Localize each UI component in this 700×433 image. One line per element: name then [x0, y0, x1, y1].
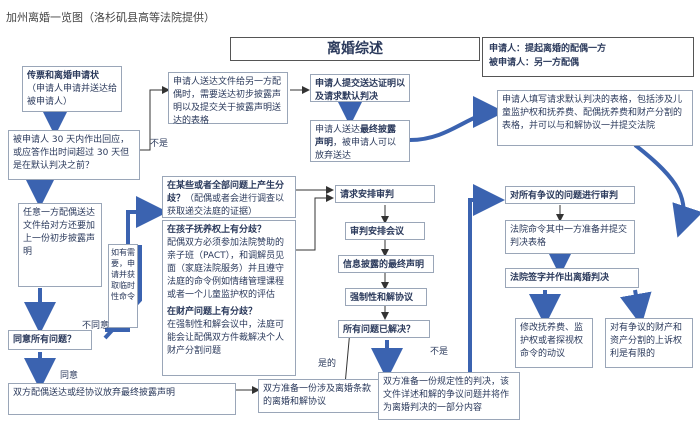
- node-proof-service: 申请人提交送达证明以及请求默认判决: [310, 74, 410, 102]
- node-disputes-sub: （配偶或者会进行调查以获取递交法庭的证据）: [167, 194, 285, 217]
- node-property-q: 在财产问题上有分歧？: [167, 307, 258, 317]
- node-trial-conf: 审判安排会议: [345, 222, 425, 240]
- node-kids-property: 在孩子抚养权上有分歧？ 配偶双方必须参加法院赞助的亲子班（PACT），和调解员见…: [162, 220, 296, 376]
- node-disputes-title: 在某些或者全部问题上产生分歧？: [167, 181, 285, 204]
- node-kids-q: 在孩子抚养权上有分歧？: [167, 225, 267, 235]
- node-both-serve: 双方配偶送达或经协议放弃最终披露声明: [8, 383, 236, 415]
- node-both-prepare: 双方准备一份涉及离婚条款的离婚和解协议: [258, 379, 382, 413]
- node-respond-30: 被申请人 30 天内作出回应，或应答作出时间超过 30 天但是在默认判决之前？: [8, 130, 140, 180]
- edge-label-agree: 同意: [60, 371, 79, 381]
- node-agree-all: 同意所有问题？: [8, 330, 92, 350]
- node-serve-docs: 申请人送达文件给另一方配偶时，需要送达初步披露声明以及提交关于披露声明送达的表格: [168, 72, 288, 126]
- node-kids-text: 配偶双方必须参加法院赞助的亲子班（PACT），和调解员见面（家庭法院服务）并且遵…: [167, 238, 285, 300]
- node-both-prepare-judgment: 双方准备一份规定性的判决，该文件详述和解的争议问题并将作为离婚判决的一部分内容: [378, 372, 520, 420]
- node-either-spouse: 任意一方配偶送达文件给对方还要加上一份初步披露声明: [18, 203, 102, 287]
- edge-label-no: 不是: [150, 139, 169, 149]
- node-trial-disputes: 对所有争议的问题进行审判: [505, 186, 635, 204]
- node-serve-petition-sub: （申请人申请并送达给被申请人）: [27, 84, 118, 107]
- node-court-order: 法院命令其中一方准备并提交判决表格: [505, 220, 635, 254]
- edge-label-no2: 不是: [430, 347, 449, 357]
- node-proof-service-2-c: ，被申请人可以放弃送达: [315, 138, 397, 161]
- node-request-trial: 请求安排审判: [335, 185, 435, 203]
- edge-kids-to-request: [295, 194, 334, 251]
- edge-prepare-to-trial: [468, 184, 505, 372]
- diagram-main-title: 离婚综述: [230, 37, 480, 61]
- edge-sign-to-appeal: [620, 289, 652, 326]
- node-all-resolved: 所有问题已解决？: [338, 320, 430, 338]
- legend-respondent: 被申请人：另一方配偶: [489, 58, 580, 68]
- node-serve-petition-title: 传票和离婚申请状: [27, 71, 100, 81]
- node-final-disclosure: 信息披露的最终声明: [338, 255, 434, 273]
- node-proof-service-2-b: 最终披露声明: [315, 125, 397, 148]
- node-court-sign: 法院签字并作出离婚判决: [505, 268, 639, 288]
- node-default-form: 申请人填写请求默认判决的表格，包括涉及儿童监护权和抚养费、配偶抚养费和财产分割的…: [497, 90, 693, 146]
- legend-box: 申请人：提起离婚的配偶一方 被申请人：另一方配偶: [482, 37, 694, 77]
- node-proof-service-2-a: 申请人送达: [315, 125, 361, 135]
- edge-label-disagree: 不同意: [82, 321, 110, 331]
- node-modify-support: 修改抚养费、监护权或者探视权命令的动议: [515, 318, 593, 368]
- edge-respond-no: [140, 86, 170, 151]
- edge-label-yes: 是的: [318, 359, 337, 369]
- node-interim-orders: 如有需要，申请并获取临时性命令: [108, 244, 138, 328]
- node-disputes: 在某些或者全部问题上产生分歧？（配偶或者会进行调查以获取递交法庭的证据）: [162, 176, 296, 218]
- edge-default-to-trial: [633, 143, 700, 238]
- node-appeal: 对有争议的财产和资产分割的上诉权利是有限的: [605, 318, 693, 368]
- node-proof-service-2: 申请人送达最终披露声明，被申请人可以放弃送达: [310, 120, 410, 162]
- page-header-title: 加州离婚一览图（洛杉矶县高等法院提供）: [6, 11, 215, 24]
- edge-proof2-to-default: [409, 96, 505, 142]
- node-mandatory-settle: 强制性和解协议: [345, 288, 427, 306]
- node-property-text: 在强制性和解会议中，法庭可能会让配偶双方件裁解决个人财产分割问题: [167, 320, 285, 356]
- legend-petitioner: 申请人：提起离婚的配偶一方: [489, 44, 607, 54]
- node-serve-petition: 传票和离婚申请状 （申请人申请并送达给被申请人）: [22, 66, 122, 112]
